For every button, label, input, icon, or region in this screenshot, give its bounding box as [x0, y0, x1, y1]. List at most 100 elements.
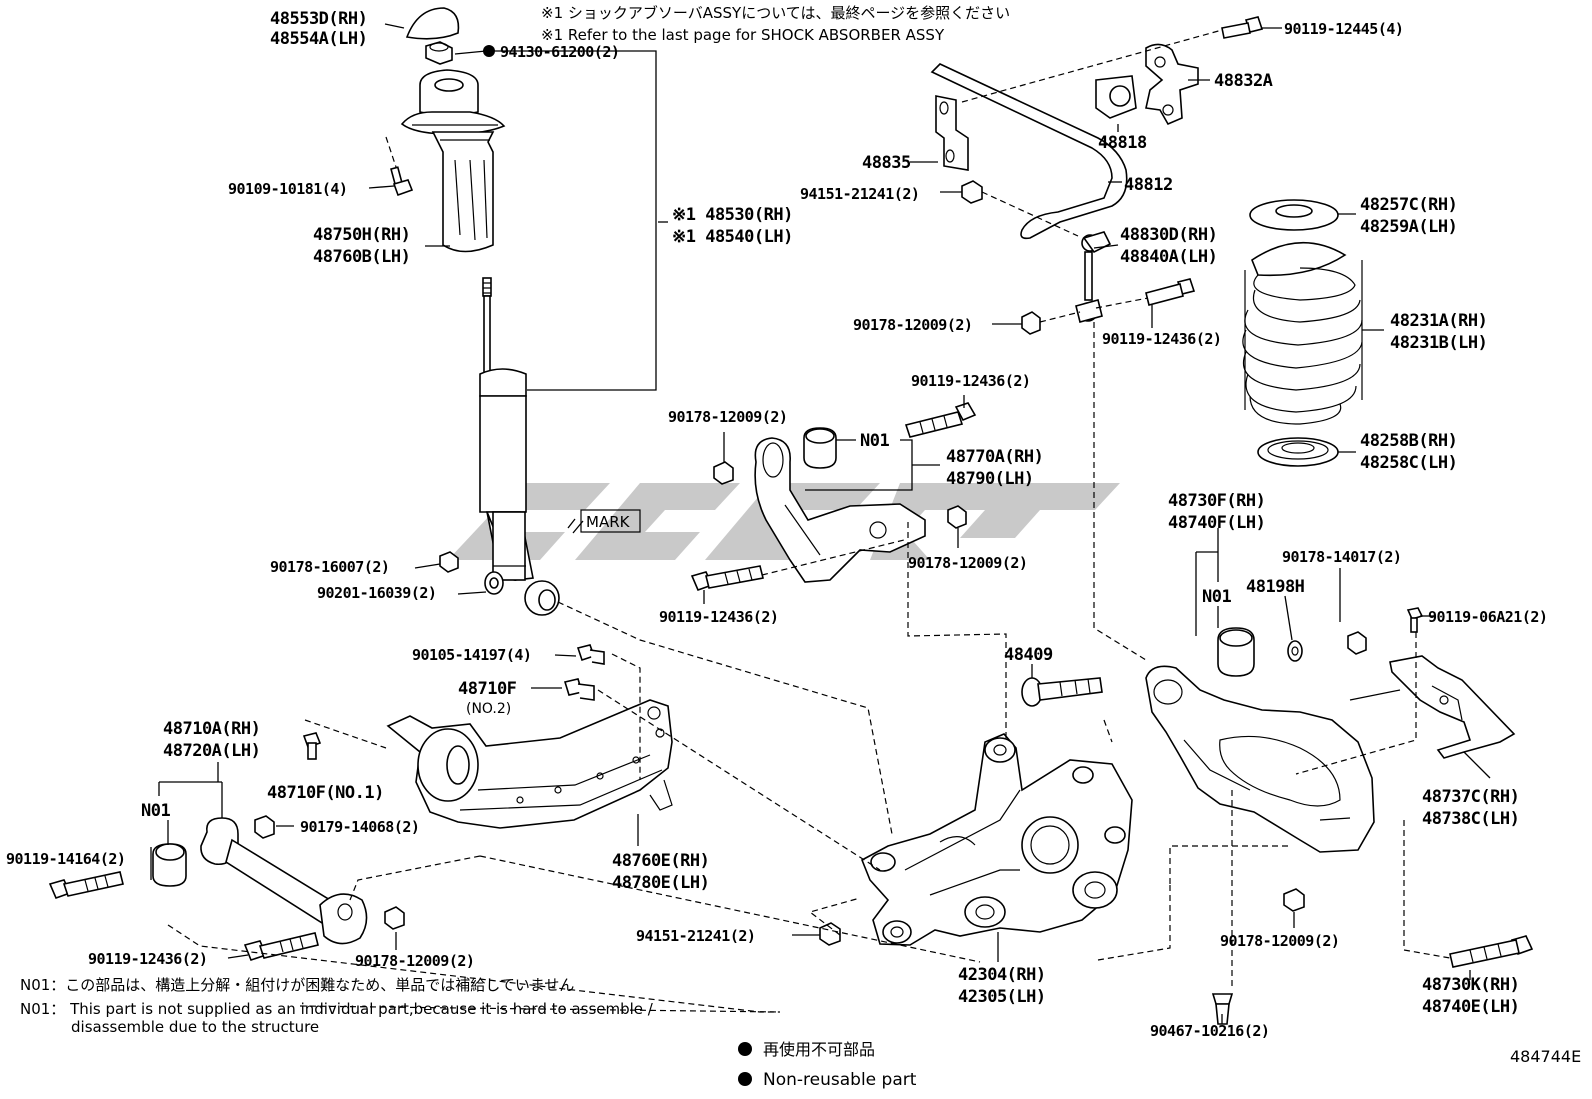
label-48730f: 48730F(RH): [1168, 491, 1265, 511]
diagram-id: 484744E: [1510, 1047, 1581, 1066]
bushing-n01-left: [152, 843, 187, 887]
label-94151-stabilizer: 94151-21241(2): [800, 185, 919, 203]
label-48835: 48835: [862, 153, 911, 173]
bracket-48835: [935, 95, 969, 171]
label-no2: (NO.2): [466, 701, 511, 717]
label-48812: 48812: [1124, 175, 1173, 195]
bolt-90119-14164: [48, 871, 124, 900]
screw-90109: [385, 136, 414, 197]
bushing-48818: [1095, 75, 1137, 119]
label-48259a: 48259A(LH): [1360, 217, 1457, 237]
label-48231b: 48231B(LH): [1390, 333, 1487, 353]
nut-90179: [254, 815, 275, 839]
nut-90178-12009-center: [713, 461, 734, 485]
nut-94151-knuckle: [819, 922, 841, 946]
stabilizer-bar-48812: [930, 63, 1128, 240]
mark-callout: [567, 509, 641, 534]
lower-spring-seat: [1257, 437, 1339, 467]
label-48740e: 48740E(LH): [1422, 997, 1519, 1017]
label-90178-14017: 90178-14017(2): [1282, 548, 1401, 566]
stabilizer-link-48830d: [1075, 231, 1112, 323]
label-90178-12009-link: 90178-12009(2): [853, 316, 972, 334]
shock-assy-bracket: [495, 50, 657, 391]
lower-link-48710a: [200, 817, 368, 945]
nut-94151-stabilizer: [961, 180, 983, 204]
label-90119-12436-lower: 90119-12436(2): [88, 950, 207, 968]
n01-note-en-1: N01： This part is not supplied as an ind…: [20, 1000, 654, 1018]
label-90119-06a21: 90119-06A21(2): [1428, 608, 1547, 626]
label-42305: 42305(LH): [958, 987, 1046, 1007]
label-48818: 48818: [1098, 133, 1147, 153]
nut-90178-12009-link: [1021, 311, 1041, 335]
bolt-90119-12436-low-center: [690, 565, 764, 592]
nut-90178-12009-right: [947, 505, 967, 529]
screw-90119-06a21: [1406, 607, 1424, 633]
shock-upper-support: [400, 69, 506, 135]
label-48737c: 48737C(RH): [1422, 787, 1519, 807]
bolt-90119-12445: [1221, 16, 1264, 39]
label-48257c: 48257C(RH): [1360, 195, 1457, 215]
n01-note-jp: N01：この部品は、構造上分解・組付けが困難なため、単品では補給していません: [20, 976, 574, 994]
label-94130: 94130-61200(2): [500, 43, 619, 61]
bushing-n01-center: [803, 427, 837, 469]
legend-jp: 再使用不可部品: [763, 1040, 875, 1059]
label-48710f-no1: 48710F(NO.1): [267, 783, 384, 803]
label-48198h: 48198H: [1246, 577, 1305, 597]
knuckle-42304: [860, 733, 1133, 946]
bushing-n01-right: [1217, 627, 1255, 677]
label-48830d: 48830D(RH): [1120, 225, 1217, 245]
bracket-48832a: [1145, 43, 1199, 126]
label-48231a: 48231A(RH): [1390, 311, 1487, 331]
part-labels: 48553D(RH) 48554A(LH) 94130-61200(2) 901…: [6, 9, 1548, 1040]
bolt-90119-12436-center: [904, 402, 977, 438]
label-94151-knuckle: 94151-21241(2): [636, 927, 755, 945]
label-48760e: 48760E(RH): [612, 851, 709, 871]
bump-boot: [431, 131, 495, 253]
label-n01-left: N01: [141, 801, 170, 821]
label-90119-14164: 90119-14164(2): [6, 850, 125, 868]
lower-arm-48730f: [1145, 665, 1375, 853]
shield-48737c: [1349, 655, 1516, 759]
n01-note-en-2: disassemble due to the structure: [71, 1018, 319, 1036]
dust-cap: [405, 7, 460, 40]
bolt-90119-12436-link: [1145, 278, 1196, 306]
label-48780e: 48780E(LH): [612, 873, 709, 893]
label-48840a: 48840A(LH): [1120, 247, 1217, 267]
bolt-48710f-no1: [302, 732, 322, 760]
label-mark: MARK: [586, 513, 631, 531]
label-48738c: 48738C(LH): [1422, 809, 1519, 829]
label-90201: 90201-16039(2): [317, 584, 436, 602]
label-90178-12009-right: 90178-12009(2): [908, 554, 1027, 572]
bolt-48409: [1021, 677, 1103, 707]
label-48540: ※1 48540(LH): [672, 227, 793, 247]
label-48760b: 48760B(LH): [313, 247, 410, 267]
label-90109: 90109-10181(4): [228, 180, 347, 198]
label-48720a: 48720A(LH): [163, 741, 260, 761]
shock-note-jp: ※1 ショックアブソーバASSYについては、最終ページを参照ください: [541, 4, 1010, 22]
label-48790: 48790(LH): [946, 469, 1034, 489]
bolt-48730k: [1449, 935, 1534, 968]
legend-dot-icon-2: [738, 1072, 752, 1086]
non-reusable-dot-icon: [483, 45, 495, 57]
nut-90178-14017: [1347, 631, 1367, 655]
label-48710a: 48710A(RH): [163, 719, 260, 739]
label-90178-12009-rightlower: 90178-12009(2): [1220, 932, 1339, 950]
washer-48198h: [1287, 640, 1303, 662]
label-48530: ※1 48530(RH): [672, 205, 793, 225]
label-90119-12436-low-center: 90119-12436(2): [659, 608, 778, 626]
label-90179: 90179-14068(2): [300, 818, 419, 836]
nut-94130: [425, 41, 453, 65]
watermark-logo: [448, 483, 1120, 560]
label-48832a: 48832A: [1214, 71, 1273, 91]
label-90178-16007: 90178-16007(2): [270, 558, 389, 576]
legend-dot-icon: [738, 1042, 752, 1056]
label-48770a: 48770A(RH): [946, 447, 1043, 467]
label-n01-right: N01: [1202, 587, 1231, 607]
label-90105: 90105-14197(4): [412, 646, 531, 664]
bolt-90105: [576, 644, 605, 665]
label-90119-12436-link: 90119-12436(2): [1102, 330, 1221, 348]
label-48554a: 48554A(LH): [270, 29, 367, 49]
nut-90178-12009-rightlower: [1283, 888, 1305, 912]
label-48258b: 48258B(RH): [1360, 431, 1457, 451]
